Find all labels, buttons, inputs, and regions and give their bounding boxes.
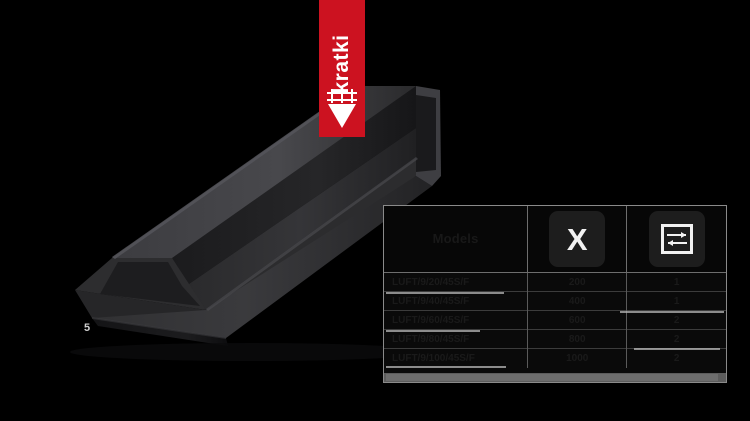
column-header-direction[interactable] <box>626 206 726 273</box>
grille-bottom-highlight <box>92 317 226 339</box>
grille-top-highlight <box>112 85 360 259</box>
column-header-models[interactable]: Models <box>384 206 529 273</box>
cell-model: LUFT/9/20/45S/F <box>384 272 529 292</box>
grille-floor-highlight <box>206 157 418 311</box>
cell-direction: 1 <box>626 272 726 292</box>
cell-model: LUFT/9/40/45S/F <box>384 291 529 311</box>
product-end-marking: 5 <box>84 322 91 334</box>
grille-left-opening <box>100 262 200 306</box>
table-row[interactable]: LUFT/9/40/45S/F 400 1 <box>384 291 726 311</box>
column-header-direction-chip <box>648 211 705 267</box>
table-row[interactable]: LUFT/9/20/45S/F 200 1 <box>384 272 726 292</box>
table-body: LUFT/9/20/45S/F 200 1 LUFT/9/40/45S/F 40… <box>384 272 726 368</box>
cell-x: 800 <box>527 329 628 349</box>
table-row[interactable]: LUFT/9/60/45S/F 600 2 <box>384 310 726 330</box>
grille-front-face <box>92 176 432 338</box>
cell-x: 400 <box>527 291 628 311</box>
table-row[interactable]: LUFT/9/100/45S/F 1000 2 <box>384 348 726 368</box>
grille-bottom-edge <box>92 318 228 346</box>
specification-table: Models X <box>384 206 726 368</box>
column-header-x-label: X <box>566 221 588 257</box>
column-header-models-label: Models <box>432 231 479 246</box>
product-photo: 5 <box>70 85 441 361</box>
cell-x: 1000 <box>527 348 628 368</box>
cell-model: LUFT/9/100/45S/F <box>384 348 529 368</box>
table-header-row: Models X <box>384 206 726 273</box>
column-header-x-chip: X <box>549 211 606 267</box>
kratki-down-arrow-grid-icon <box>327 87 357 128</box>
product-illustration <box>70 85 441 361</box>
specification-table-panel[interactable]: Models X <box>383 205 727 383</box>
column-header-x[interactable]: X <box>527 206 628 273</box>
cell-x: 600 <box>527 310 628 330</box>
horizontal-scrollbar[interactable] <box>384 373 726 382</box>
kratki-brand-banner: kratki <box>319 0 365 137</box>
cell-direction: 2 <box>626 348 726 368</box>
cell-x: 200 <box>527 272 628 292</box>
kratki-wordmark: kratki <box>330 34 353 94</box>
cell-model: LUFT/9/80/45S/F <box>384 329 529 349</box>
two-way-airflow-arrows-icon <box>660 224 693 254</box>
grille-inner-floor <box>186 128 416 310</box>
cell-direction: 1 <box>626 291 726 311</box>
grille-right-opening <box>416 95 436 172</box>
cell-direction: 2 <box>626 310 726 330</box>
cell-direction: 2 <box>626 329 726 349</box>
table-row[interactable]: LUFT/9/80/45S/F 800 2 <box>384 329 726 349</box>
cell-model: LUFT/9/60/45S/F <box>384 310 529 330</box>
scrollbar-thumb[interactable] <box>386 374 718 381</box>
grille-drop-shadow <box>70 343 430 361</box>
